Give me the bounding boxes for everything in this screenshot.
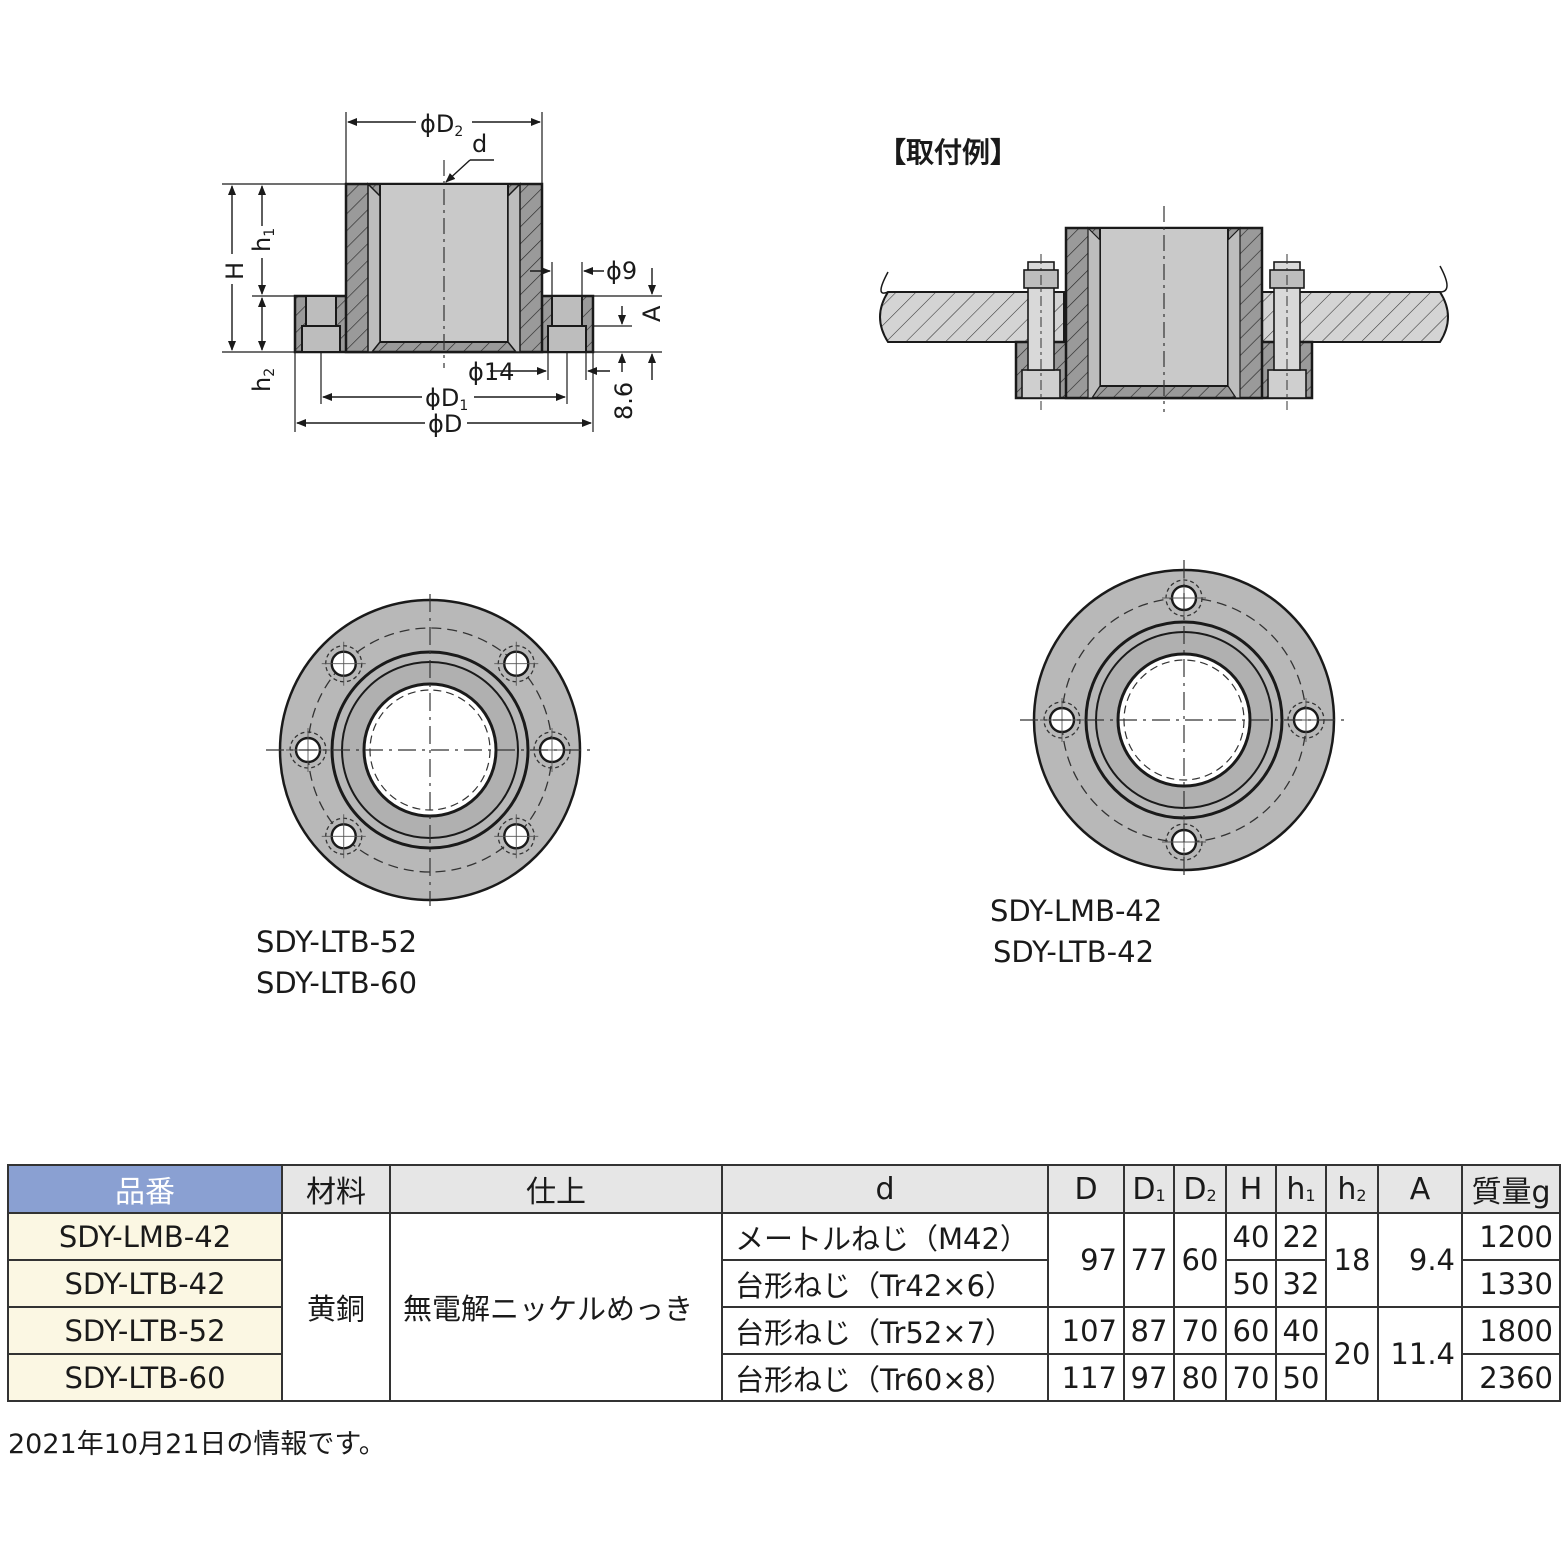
cell-A: 9.4 [1377,1212,1463,1308]
header-H: H [1225,1164,1277,1214]
cell-mass: 2360 [1461,1353,1561,1402]
cell-mass: 1800 [1461,1306,1561,1355]
caption-left-2: SDY-LTB-60 [256,966,417,1000]
table-header-row: 品番 材料 仕上 d D D1 D2 H h1 h2 A 質量g [7,1164,1561,1214]
header-d: d [721,1164,1049,1214]
plan-view-right [1020,560,1348,878]
cell-mass: 1330 [1461,1259,1561,1308]
bolt-hole [494,814,539,859]
label-phi-d1: ϕD1 [425,384,468,414]
label-phi-d2: ϕD2 [420,110,463,140]
mounting-title: 【取付例】 [878,136,1018,169]
header-material: 材料 [281,1164,391,1214]
spec-table: 品番 材料 仕上 d D D1 D2 H h1 h2 A 質量g SDY-LMB… [7,1164,1561,1402]
cell-mass: 1200 [1461,1212,1561,1261]
cell-D: 97 [1047,1212,1125,1308]
cell-h1: 50 [1275,1353,1327,1402]
cell-part: SDY-LMB-42 [7,1212,283,1261]
cell-h1: 32 [1275,1259,1327,1308]
plan-view-left [266,594,594,906]
header-D: D [1047,1164,1125,1214]
label-d: d [472,130,487,158]
cell-D1: 77 [1123,1212,1175,1308]
header-D2: D2 [1173,1164,1227,1214]
cell-d: 台形ねじ（Tr42×6） [721,1259,1049,1308]
cell-part: SDY-LTB-60 [7,1353,283,1402]
cell-H: 40 [1225,1212,1277,1261]
cell-h2: 20 [1325,1306,1379,1402]
label-phi9: ϕ9 [606,257,637,285]
cell-h1: 40 [1275,1306,1327,1355]
header-h1: h1 [1275,1164,1327,1214]
caption-right-1: SDY-LMB-42 [990,894,1162,928]
header-D1: D1 [1123,1164,1175,1214]
label-8-6: 8.6 [610,382,638,420]
cell-h2: 18 [1325,1212,1379,1308]
table-row: SDY-LTB-42 台形ねじ（Tr42×6） 50 32 1330 [7,1259,1561,1308]
cell-D: 107 [1047,1306,1125,1355]
mounting-example: 【取付例】 [878,136,1449,412]
label-H: H [221,262,249,280]
cell-finish: 無電解ニッケルめっき [389,1212,723,1402]
header-A: A [1377,1164,1463,1214]
cell-d: 台形ねじ（Tr60×8） [721,1353,1049,1402]
cell-D1: 87 [1123,1306,1175,1355]
cell-d: 台形ねじ（Tr52×7） [721,1306,1049,1355]
cell-H: 60 [1225,1306,1277,1355]
cell-h1: 22 [1275,1212,1327,1261]
label-phi14: ϕ14 [468,358,514,386]
caption-right-2: SDY-LTB-42 [993,935,1154,969]
label-phi-d: ϕD [428,410,462,438]
cell-D2: 60 [1173,1212,1227,1308]
date-note: 2021年10月21日の情報です。 [8,1429,386,1460]
header-h2: h2 [1325,1164,1379,1214]
label-h2: h2 [248,368,278,392]
header-finish: 仕上 [389,1164,723,1214]
bolt-hole [321,641,366,686]
cell-part: SDY-LTB-52 [7,1306,283,1355]
table-row: SDY-LTB-60 台形ねじ（Tr60×8） 117 97 80 70 50 … [7,1353,1561,1402]
bolt-hole [321,814,366,859]
cell-D2: 70 [1173,1306,1227,1355]
cell-D1: 97 [1123,1353,1175,1402]
cell-part: SDY-LTB-42 [7,1259,283,1308]
table-row: SDY-LMB-42 黄銅 無電解ニッケルめっき メートルねじ（M42） 97 … [7,1212,1561,1402]
cell-d: メートルねじ（M42） [721,1212,1049,1261]
technical-drawing: ϕD2 d H h1 h2 ϕ9 A ϕ14 8.6 ϕD1 ϕD 【取付例】 [220,108,1449,1000]
cell-H: 70 [1225,1353,1277,1402]
section-view: ϕD2 d H h1 h2 ϕ9 A ϕ14 8.6 ϕD1 ϕD [220,108,666,438]
caption-left-1: SDY-LTB-52 [256,925,417,959]
cell-D: 117 [1047,1353,1125,1402]
table-row: SDY-LTB-52 台形ねじ（Tr52×7） 107 87 70 60 40 … [7,1306,1561,1402]
header-mass: 質量g [1461,1164,1561,1214]
label-A: A [638,305,666,322]
bolt-hole [494,641,539,686]
header-part: 品番 [7,1164,283,1214]
cell-A: 11.4 [1377,1306,1463,1402]
cell-D2: 80 [1173,1353,1227,1402]
label-h1: h1 [248,228,278,252]
cell-material: 黄銅 [281,1212,391,1402]
cell-H: 50 [1225,1259,1277,1308]
